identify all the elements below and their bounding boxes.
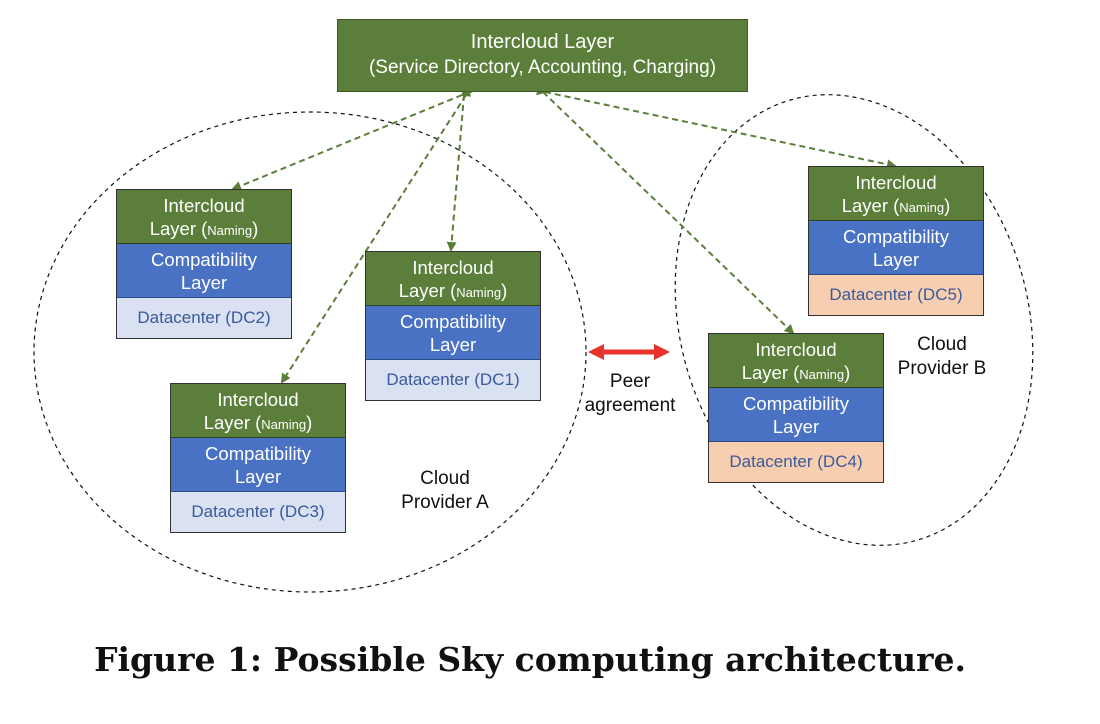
cloud-provider-b-label: Cloud Provider B (897, 334, 987, 379)
compatibility-layer: Compatibility Layer (366, 306, 540, 360)
intercloud-layer-title: Intercloud Layer (470, 31, 615, 53)
dc4-stack: Intercloud Layer (Naming) Compatibility … (708, 333, 884, 483)
intercloud-naming-layer: Intercloud Layer (Naming) (366, 252, 540, 306)
naming-label: Layer (Naming) (841, 195, 951, 216)
intercloud-label: Intercloud (755, 339, 837, 360)
intercloud-naming-layer: Intercloud Layer (Naming) (117, 190, 291, 244)
compatibility-layer: Compatibility Layer (117, 244, 291, 298)
peer-agreement-label: Peer agreement (584, 371, 676, 416)
intercloud-naming-layer: Intercloud Layer (Naming) (171, 384, 345, 438)
naming-label: Layer (Naming) (741, 362, 851, 383)
intercloud-layer-subtitle: (Service Directory, Accounting, Charging… (368, 57, 717, 78)
intercloud-label: Intercloud (855, 172, 937, 193)
naming-label: Layer (Naming) (203, 412, 313, 433)
naming-label: Layer (Naming) (398, 280, 508, 301)
compatibility-layer: Compatibility Layer (709, 388, 883, 442)
figure-caption: Figure 1: Possible Sky computing archite… (94, 640, 966, 679)
datacenter-dc2: Datacenter (DC2) (117, 298, 291, 338)
datacenter-dc4: Datacenter (DC4) (709, 442, 883, 482)
arrow-top-to-dc4 (533, 82, 795, 335)
datacenter-dc1: Datacenter (DC1) (366, 360, 540, 400)
datacenter-dc3: Datacenter (DC3) (171, 492, 345, 532)
naming-label: Layer (Naming) (149, 218, 259, 239)
cloud-provider-a-label: Cloud Provider A (401, 468, 489, 513)
intercloud-naming-layer: Intercloud Layer (Naming) (809, 167, 983, 221)
dc3-stack: Intercloud Layer (Naming) Compatibility … (170, 383, 346, 533)
intercloud-naming-layer: Intercloud Layer (Naming) (709, 334, 883, 388)
arrow-top-to-dc1 (446, 86, 470, 252)
intercloud-label: Intercloud (412, 257, 494, 278)
cloud-provider-b-boundary (674, 94, 1034, 546)
dc2-stack: Intercloud Layer (Naming) Compatibility … (116, 189, 292, 339)
arrow-top-to-dc2 (231, 87, 472, 191)
intercloud-layer-top: Intercloud Layer (Service Directory, Acc… (337, 19, 748, 92)
dc1-stack: Intercloud Layer (Naming) Compatibility … (365, 251, 541, 401)
datacenter-dc5: Datacenter (DC5) (809, 275, 983, 315)
arrow-top-to-dc3 (280, 85, 475, 384)
compatibility-layer: Compatibility Layer (171, 438, 345, 492)
intercloud-label: Intercloud (163, 195, 245, 216)
arrow-top-to-dc5 (536, 85, 897, 170)
dc5-stack: Intercloud Layer (Naming) Compatibility … (808, 166, 984, 316)
intercloud-label: Intercloud (217, 389, 299, 410)
compatibility-layer: Compatibility Layer (809, 221, 983, 275)
